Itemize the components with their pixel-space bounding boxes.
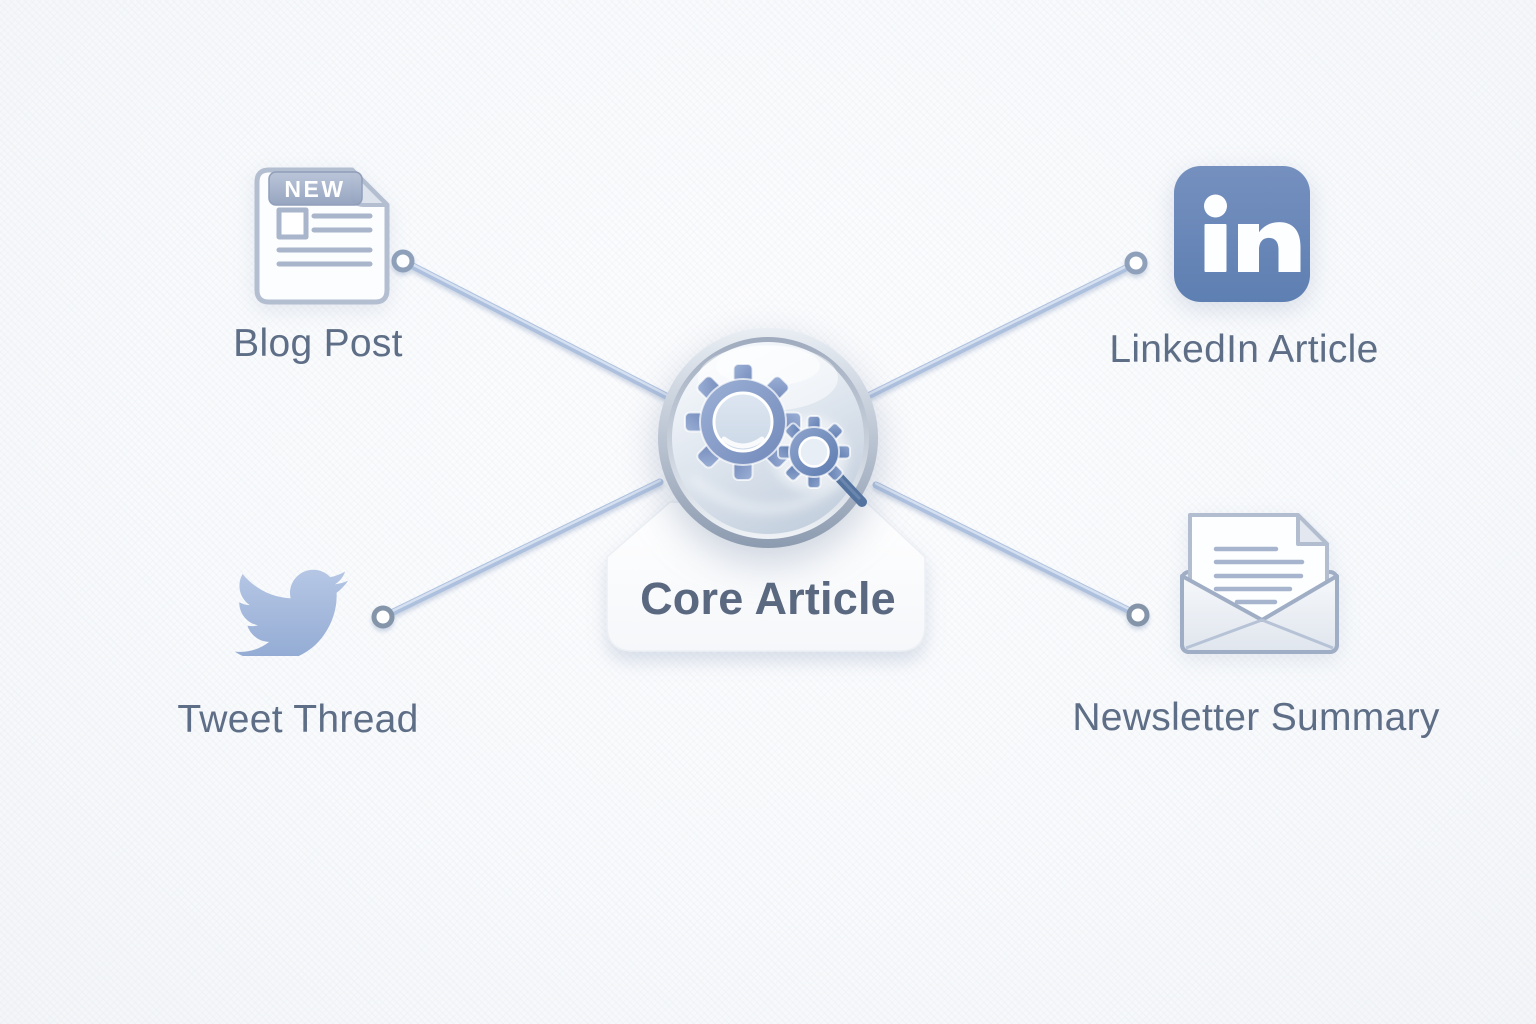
new-badge-text: NEW xyxy=(284,176,345,202)
linkedin-icon xyxy=(1174,166,1310,302)
blog-post-label: Blog Post xyxy=(233,322,403,365)
core-article-label: Core Article xyxy=(640,573,896,624)
large-gear xyxy=(684,363,802,481)
document-new-icon: NEW xyxy=(254,167,390,305)
connector-top-left xyxy=(391,249,674,402)
newsletter-summary-label: Newsletter Summary xyxy=(1072,696,1440,739)
connector-top-right xyxy=(864,251,1148,400)
connector-node-bottom-left xyxy=(371,605,395,629)
small-gear xyxy=(777,415,851,489)
linkedin-article-label: LinkedIn Article xyxy=(1109,328,1379,371)
connector-bottom-right xyxy=(872,481,1150,627)
connector-node-top-right xyxy=(1124,251,1148,275)
linkedin-in-glyph xyxy=(1204,194,1301,272)
new-badge xyxy=(268,171,363,206)
envelope-letter-icon xyxy=(1180,513,1339,654)
connector-bottom-left xyxy=(371,478,664,629)
connector-node-top-left xyxy=(391,249,415,273)
twitter-bird-icon xyxy=(234,569,349,663)
tweet-thread-label: Tweet Thread xyxy=(177,698,419,741)
gears-magnifier-icon xyxy=(658,328,878,548)
connector-node-bottom-right xyxy=(1126,603,1150,627)
